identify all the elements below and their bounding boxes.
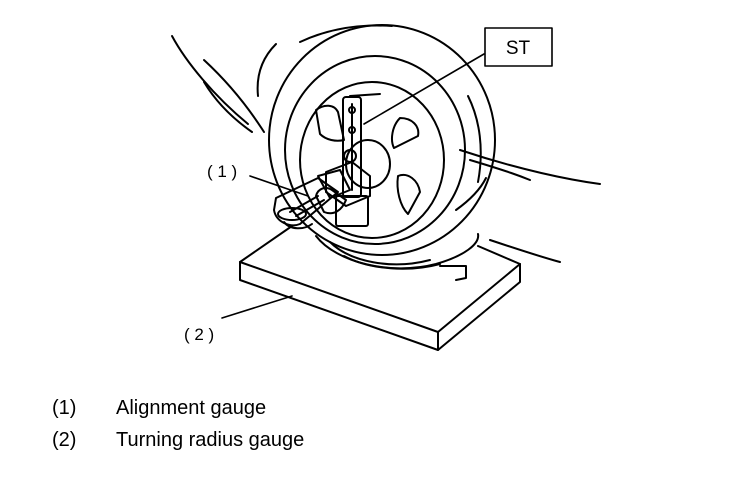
leader-lines bbox=[221, 53, 485, 319]
legend-text: Turning radius gauge bbox=[116, 429, 305, 451]
callout-1: ( 1 ) bbox=[207, 162, 237, 181]
turning-radius-gauge bbox=[239, 225, 521, 351]
legend-text: Alignment gauge bbox=[116, 397, 267, 419]
legend-item: (2) Turning radius gauge bbox=[52, 424, 304, 456]
alignment-gauge bbox=[273, 161, 371, 230]
st-label: ST bbox=[506, 38, 531, 59]
legend: (1) Alignment gauge (2) Turning radius g… bbox=[52, 392, 304, 456]
legend-item: (1) Alignment gauge bbox=[52, 392, 304, 424]
wheel-rim bbox=[299, 81, 445, 239]
callout-2: ( 2 ) bbox=[184, 325, 214, 344]
legend-number: (1) bbox=[52, 397, 77, 419]
tire bbox=[268, 24, 496, 256]
legend-number: (2) bbox=[52, 429, 77, 451]
wheel-alignment-illustration: ST ( 1 ) ( 2 ) bbox=[171, 24, 601, 351]
st-label-box bbox=[484, 27, 553, 67]
